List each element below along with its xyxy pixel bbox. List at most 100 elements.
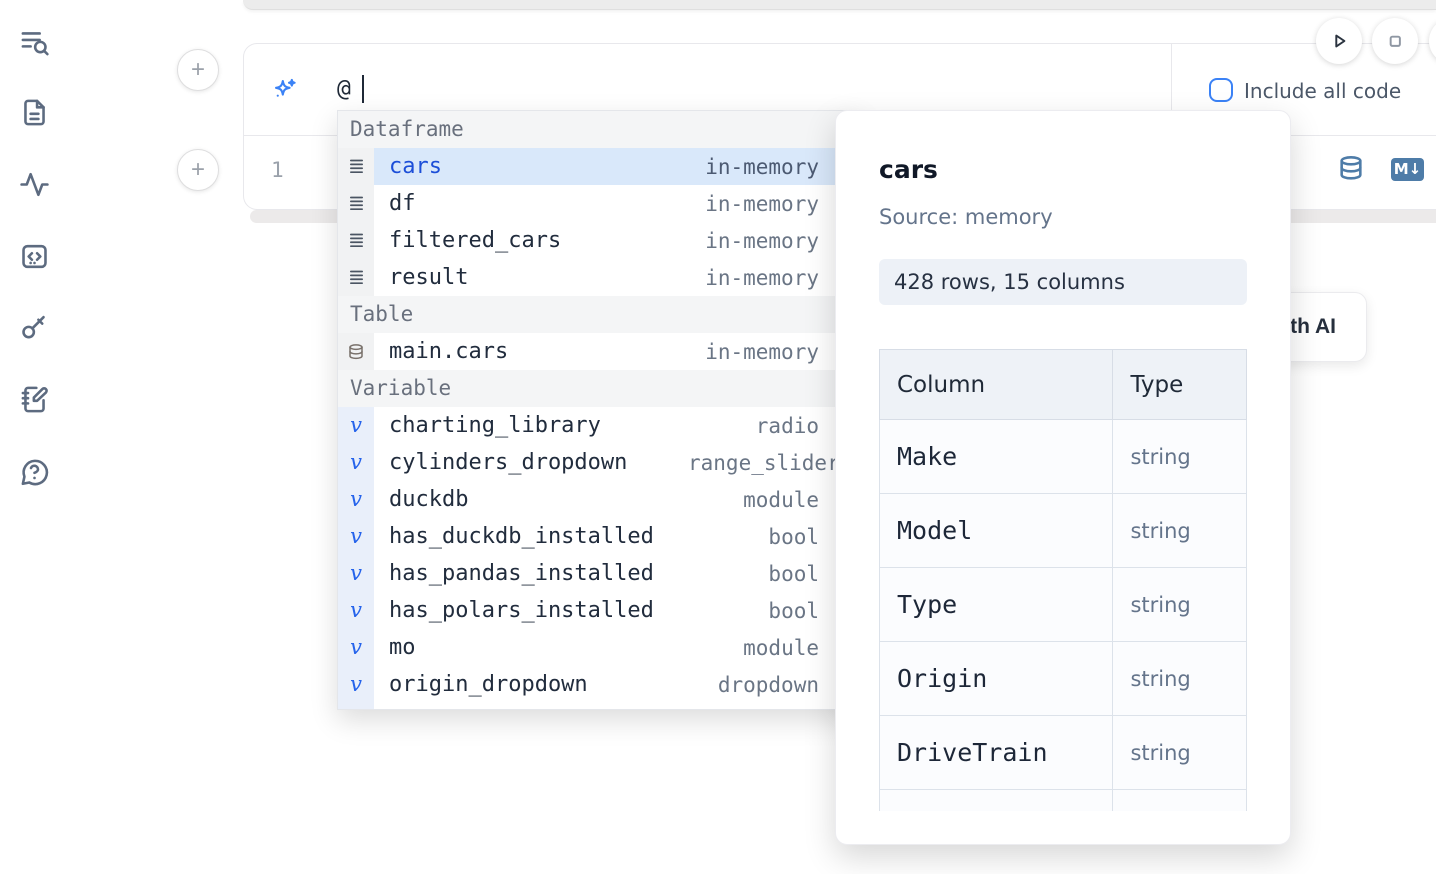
autocomplete-section-header: Dataframe [338,111,859,148]
autocomplete-item[interactable]: v has_polars_installed bool [338,592,859,629]
variable-icon: v [350,452,362,473]
variable-icon: v [350,415,362,436]
autocomplete-item-detail: in-memory [688,155,819,179]
autocomplete-item[interactable]: v main.cars in-memory [338,333,859,370]
autocomplete-item[interactable]: v origin_dropdown dropdown [338,666,859,703]
autocomplete-item-detail: in-memory [688,266,819,290]
scratchpad-icon[interactable] [19,382,53,416]
schema-column-type: string [1113,420,1247,494]
schema-column-type: string [1113,568,1247,642]
help-icon[interactable] [19,454,53,488]
autocomplete-item-detail: range_slider [688,451,819,475]
autocomplete-item-detail: module [688,636,819,660]
rows-icon [348,232,365,249]
autocomplete-item-detail: in-memory [688,340,819,364]
autocomplete-item[interactable]: v has_pandas_installed bool [338,555,859,592]
schema-column-type [1113,790,1247,812]
include-all-code-label: Include all code [1244,79,1401,103]
autocomplete-item[interactable]: v cars in-memory [338,148,859,185]
variable-icon: v [350,526,362,547]
add-cell-above-button[interactable]: + [177,49,219,91]
schema-row [880,790,1247,812]
schema-column-type: string [1113,642,1247,716]
run-cell-button[interactable] [1316,18,1362,64]
autocomplete-item-detail: bool [688,562,819,586]
rows-icon [348,158,365,175]
schema-table-wrap: Column Type Make string Model string Typ… [879,349,1247,811]
autocomplete-item[interactable]: v pandas module [338,703,859,710]
rows-icon [348,269,365,286]
autocomplete-item-name: duckdb [389,487,468,512]
variable-icon: v [350,637,362,658]
autocomplete-section-header: Variable [338,370,859,407]
autocomplete-item[interactable]: v cylinders_dropdown range_slider [338,444,859,481]
autocomplete-item[interactable]: v duckdb module [338,481,859,518]
rows-icon [348,195,365,212]
prompt-input-text[interactable]: @ [337,76,351,102]
variable-icon: v [350,674,362,695]
autocomplete-item[interactable]: v charting_library radio [338,407,859,444]
schema-column-name: Origin [880,642,1113,716]
autocomplete-item-detail: in-memory [688,192,819,216]
autocomplete-item-detail: in-memory [688,229,819,253]
text-caret [362,75,364,103]
dataframe-preview-popup: cars Source: memory 428 rows, 15 columns… [835,110,1291,845]
autocomplete-item-name: mo [389,635,416,660]
autocomplete-list: Dataframe v cars in-memory [338,111,859,710]
line-number: 1 [271,158,284,182]
activity-icon[interactable] [19,167,53,201]
key-icon[interactable] [19,310,53,344]
schema-row: Make string [880,420,1247,494]
stop-button[interactable] [1372,18,1418,64]
autocomplete-item-detail: module [688,488,819,512]
schema-column-name: DriveTrain [880,716,1113,790]
autocomplete-item-name: charting_library [389,413,601,438]
add-cell-below-button[interactable]: + [177,149,219,191]
autocomplete-item-name: origin_dropdown [389,672,588,697]
schema-header-column: Column [880,350,1113,420]
autocomplete-item-detail: bool [688,525,819,549]
include-all-code-checkbox[interactable] [1209,78,1233,102]
markdown-icon[interactable]: M↓ [1391,158,1424,181]
autocomplete-item-detail: dropdown [688,673,819,697]
schema-column-type: string [1113,716,1247,790]
autocomplete-item-name: filtered_cars [389,228,561,253]
autocomplete-item[interactable]: v mo module [338,629,859,666]
toc-search-icon[interactable] [19,25,53,59]
sparkles-ai-icon [271,76,298,103]
autocomplete-item-detail: bool [688,599,819,623]
autocomplete-item-name: cylinders_dropdown [389,450,627,475]
autocomplete-item[interactable]: v result in-memory [338,259,859,296]
table-database-icon [347,343,365,361]
schema-table: Column Type Make string Model string Typ… [879,349,1247,811]
snippets-icon[interactable] [19,239,53,273]
schema-header-type: Type [1113,350,1247,420]
autocomplete-item[interactable]: v filtered_cars in-memory [338,222,859,259]
autocomplete-item-detail: module [688,710,819,711]
schema-row: Model string [880,494,1247,568]
autocomplete-item[interactable]: v df in-memory [338,185,859,222]
shape-badge: 428 rows, 15 columns [879,259,1247,305]
database-icon[interactable] [1337,155,1365,183]
autocomplete-item-name: result [389,265,468,290]
autocomplete-item-detail: radio [688,414,819,438]
variable-icon: v [350,563,362,584]
variable-icon: v [350,489,362,510]
schema-row: DriveTrain string [880,716,1247,790]
schema-table-body: Make string Model string Type string Ori… [880,420,1247,812]
schema-column-name: Type [880,568,1113,642]
file-icon[interactable] [19,95,53,129]
autocomplete-section-header: Table [338,296,859,333]
autocomplete-item-name: cars [389,154,442,179]
schema-column-name: Make [880,420,1113,494]
autocomplete-item-name: main.cars [389,339,508,364]
schema-row: Type string [880,568,1247,642]
schema-column-name [880,790,1113,812]
autocomplete-item-name: has_pandas_installed [389,561,654,586]
autocomplete-item-name: has_polars_installed [389,598,654,623]
autocomplete-dropdown: Dataframe v cars in-memory [337,110,860,710]
autocomplete-item[interactable]: v has_duckdb_installed bool [338,518,859,555]
autocomplete-item-name: has_duckdb_installed [389,524,654,549]
schema-row: Origin string [880,642,1247,716]
autocomplete-item-name: df [389,191,416,216]
